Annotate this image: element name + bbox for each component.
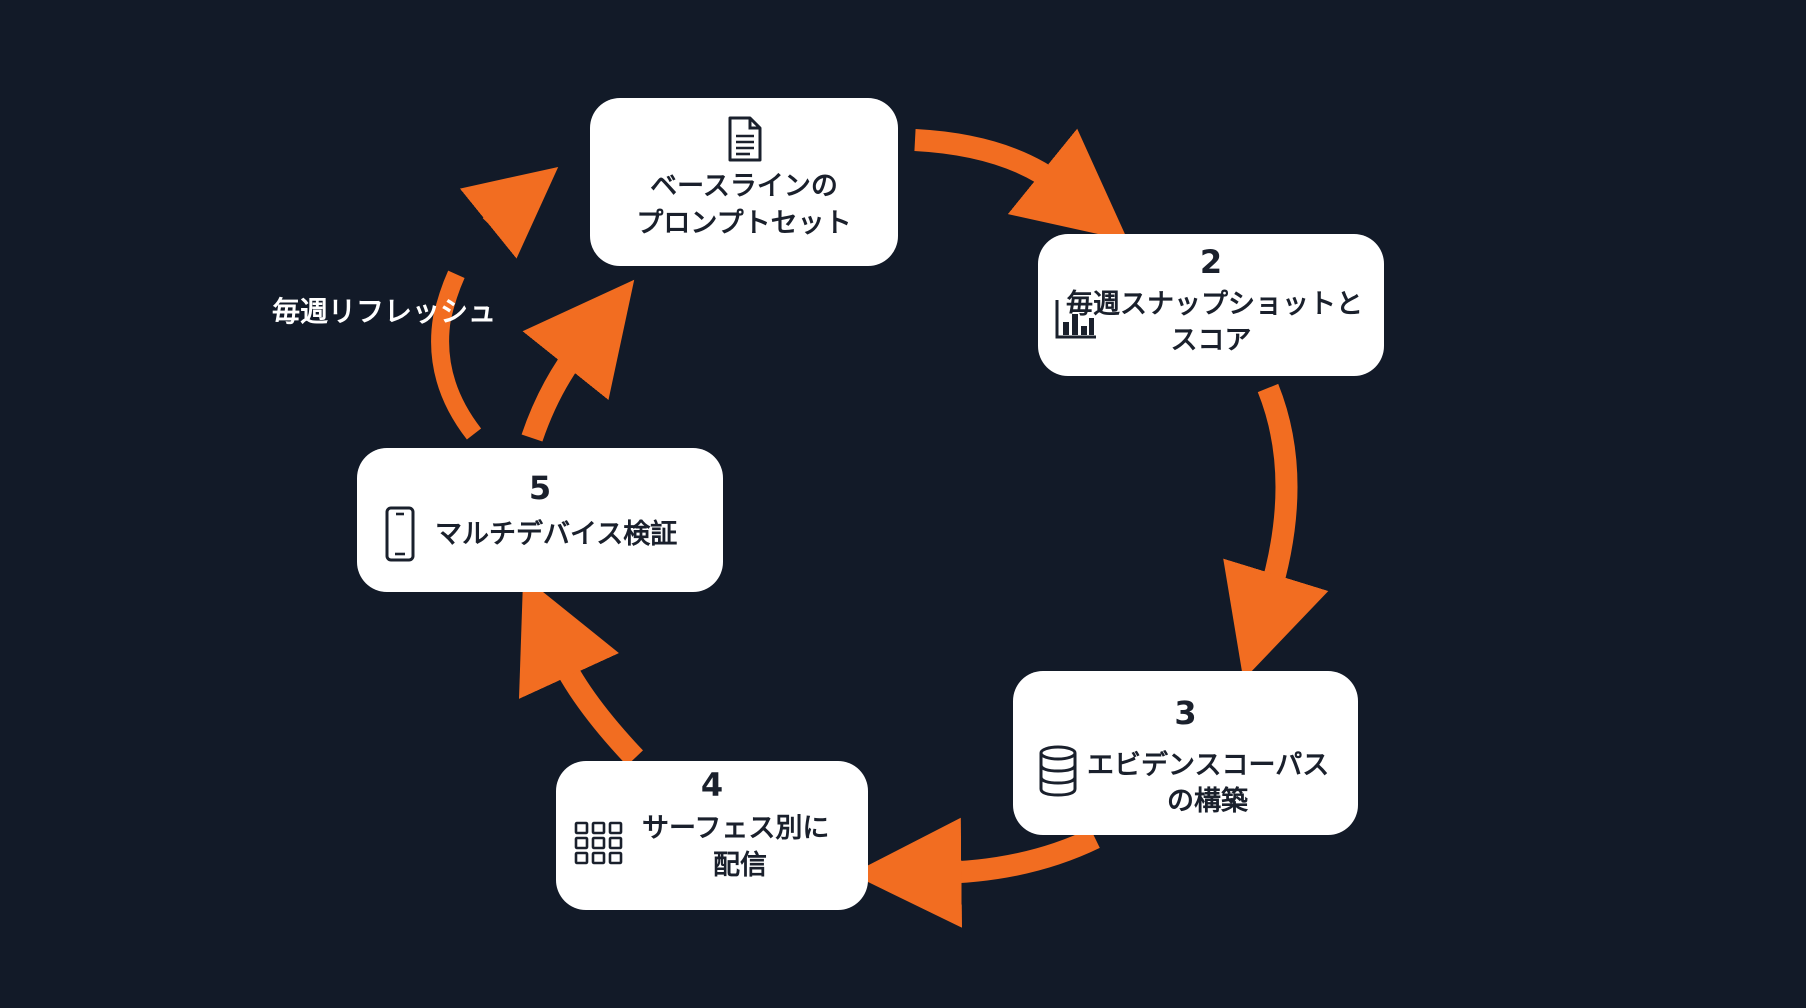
step-1-line-1: ベースラインの: [650, 171, 838, 202]
step-card-weekly-snapshot: 2 毎週スナップショットと スコア: [1038, 234, 1384, 376]
arrow-2-to-3: [1223, 383, 1329, 680]
step-2-number: 2: [1199, 243, 1223, 281]
step-4-line-2: 配信: [713, 850, 767, 881]
step-card-baseline-prompts: ベースラインの プロンプトセット: [590, 98, 898, 266]
step-3-line-1: エビデンスコーパス: [1087, 750, 1330, 781]
step-5-line-1: マルチデバイス検証: [435, 519, 678, 550]
bar-chart-icon: [1055, 300, 1096, 339]
step-card-distribute-by-surface: 4 サーフェス別に 配信: [556, 761, 868, 910]
refresh-loop-arrow: [431, 166, 559, 440]
step-4-number: 4: [700, 766, 724, 804]
grid-icon: [574, 821, 623, 865]
database-icon: [1039, 745, 1077, 797]
step-1-line-2: プロンプトセット: [636, 208, 852, 239]
arrow-4-to-5: [519, 576, 643, 766]
arrow-5-to-1: [521, 279, 635, 442]
arrow-3-to-4: [851, 817, 1100, 928]
step-2-line-2: スコア: [1170, 325, 1252, 356]
step-2-line-1: 毎週スナップショットと: [1066, 289, 1363, 320]
step-card-multi-device-verification: 5 マルチデバイス検証: [357, 448, 723, 592]
step-4-line-1: サーフェス別に: [642, 813, 830, 844]
weekly-refresh-label: 毎週リフレッシュ: [272, 295, 497, 328]
step-3-line-2: の構築: [1167, 786, 1248, 817]
step-card-evidence-corpus: 3 エビデンスコーパス の構築: [1013, 671, 1358, 835]
step-5-number: 5: [528, 469, 552, 507]
arrow-1-to-2: [914, 128, 1128, 241]
step-3-number: 3: [1174, 694, 1197, 732]
smartphone-icon: [385, 506, 415, 562]
document-icon: [728, 116, 762, 162]
